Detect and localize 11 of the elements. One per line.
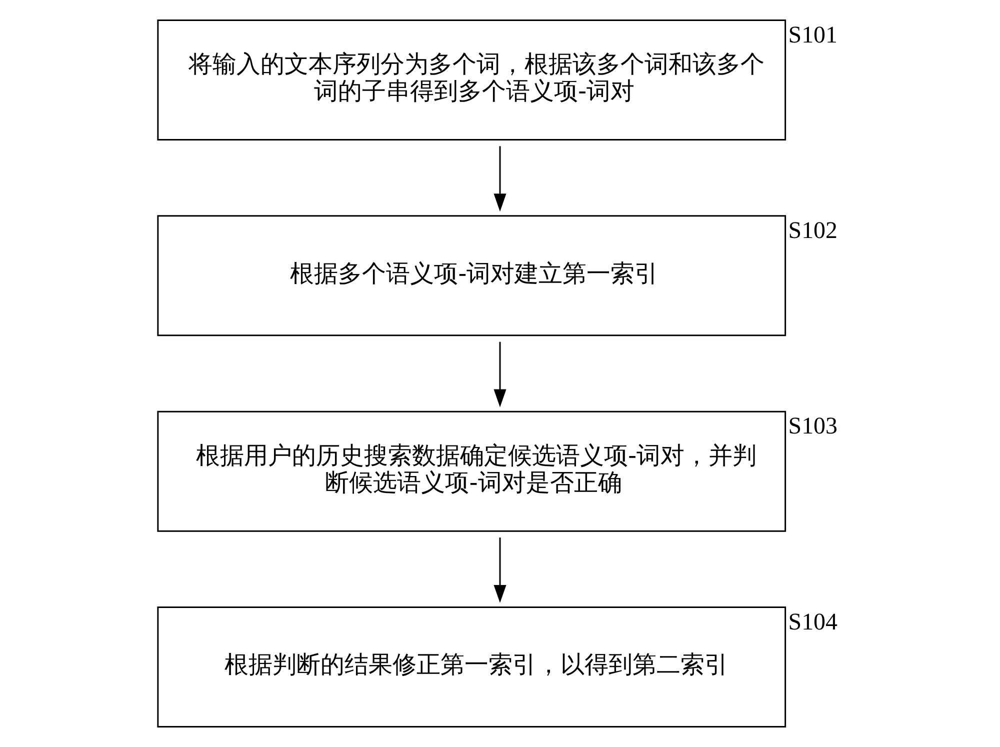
arrow — [494, 538, 506, 603]
node-label: S101 — [788, 22, 838, 48]
node-label: S102 — [788, 218, 838, 244]
node-label: S103 — [788, 414, 838, 440]
node-box: 根据判断的结果修正第一索引，以得到第二索引 — [157, 606, 786, 728]
arrow — [494, 146, 506, 212]
node-box: 根据用户的历史搜索数据确定候选语义项-词对，并判断候选语义项-词对是否正确 — [157, 410, 786, 532]
node-box: 将输入的文本序列分为多个词，根据该多个词和该多个词的子串得到多个语义项-词对 — [157, 19, 786, 140]
node-label: S104 — [788, 609, 838, 636]
arrow — [494, 342, 506, 408]
node-box: 根据多个语义项-词对建立第一索引 — [157, 215, 786, 336]
